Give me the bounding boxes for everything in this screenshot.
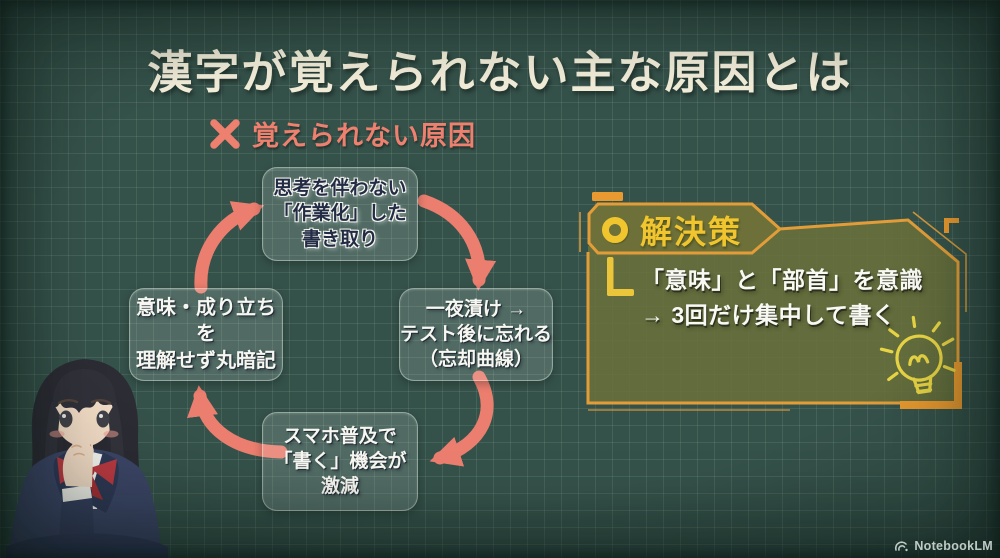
solution-line: → 3回だけ集中して書く	[641, 301, 896, 328]
cycle-box-smartphone: スマホ普及で 「書く」機会が 激減	[262, 412, 418, 511]
frame-echo-top-right	[912, 211, 967, 312]
cause-label-text: 覚えられない原因	[252, 121, 476, 151]
box-line: （忘却曲線）	[418, 349, 533, 371]
box-line: 書き取り	[301, 228, 378, 250]
watermark-brand: NotebookLM	[914, 539, 993, 553]
solution-panel-fill	[588, 220, 958, 403]
notebooklm-logo-icon	[895, 540, 909, 551]
arrow-bottom-to-left	[187, 385, 288, 459]
page-title: 漢字が覚えられない主な原因とは	[147, 47, 853, 98]
cycle-box-mechanical-writing: 思考を伴わない 「作業化」した 書き取り	[262, 167, 418, 261]
cycle-box-cramming: 一夜漬け → テスト後に忘れる （忘却曲線）	[399, 288, 553, 381]
solution-line: 「意味」と「部首」を意識	[641, 267, 923, 293]
solution-text: 「意味」と「部首」を意識 → 3回だけ集中して書く	[641, 263, 959, 332]
cycle-box-rote-memorization: 意味・成り立ちを 理解せず丸暗記	[129, 288, 283, 381]
solution-badge-label: 解決策	[640, 213, 743, 250]
l-bracket-icon	[607, 257, 634, 296]
arrow-right-to-bottom	[429, 370, 494, 467]
corner-accent-top-left	[592, 192, 623, 201]
lightbulb-icon	[879, 315, 956, 395]
corner-accent-top-right	[944, 218, 959, 233]
box-line: 理解せず丸暗記	[136, 349, 276, 372]
arrow-left-to-top	[194, 201, 265, 294]
thinking-schoolgirl-illustration	[6, 359, 168, 558]
box-line: 一夜漬け →	[425, 298, 527, 320]
corner-accent-bottom-right	[900, 362, 962, 409]
box-line: スマホ普及で	[283, 425, 397, 447]
box-line: 激減	[320, 476, 359, 498]
cause-label: 覚えられない原因	[208, 114, 476, 153]
box-line: 「作業化」した	[273, 203, 407, 225]
watermark: NotebookLM	[894, 539, 993, 553]
solution-panel-border	[586, 218, 960, 405]
box-line: 意味・成り立ちを	[136, 296, 276, 346]
cross-icon	[208, 117, 242, 151]
solution-badge: 解決策	[602, 208, 774, 251]
solution-badge-shape	[587, 202, 783, 255]
arrow-top-to-right	[417, 194, 497, 291]
box-line: 思考を伴わない	[273, 178, 407, 200]
box-line: テスト後に忘れる	[400, 323, 553, 345]
circle-outline-icon	[602, 216, 628, 243]
box-line: 「書く」機会が	[273, 450, 407, 472]
